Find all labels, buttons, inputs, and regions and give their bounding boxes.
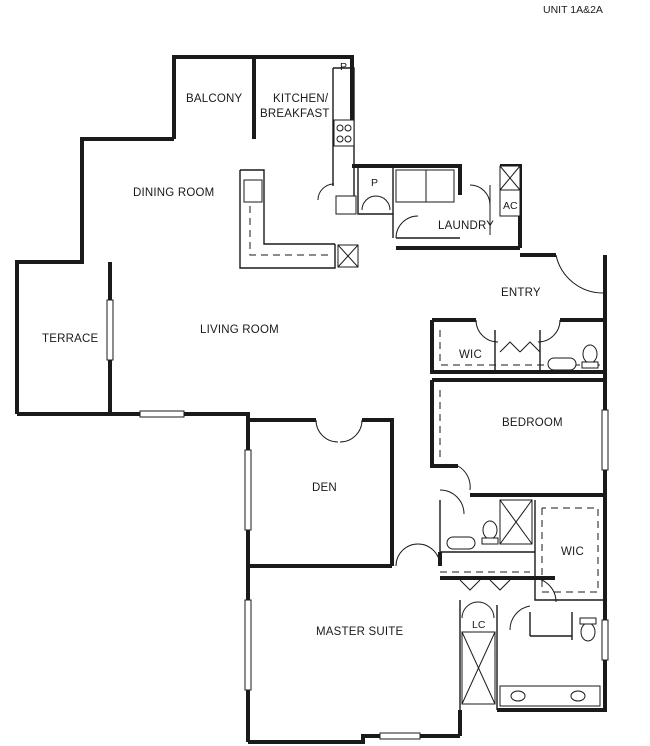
bedroom-label: BEDROOM [502, 417, 563, 429]
living-room-label: LIVING ROOM [200, 324, 279, 336]
pantry-label: P [371, 177, 378, 189]
exterior-walls [15, 55, 607, 744]
unit-label: UNIT 1A&2A [543, 4, 603, 16]
windows [106, 299, 609, 740]
linen-closet-label: LC [472, 619, 486, 631]
balcony-label: BALCONY [186, 93, 242, 105]
kitchen-label-line2: BREAKFAST [260, 108, 330, 120]
wic-master-label: WIC [561, 546, 584, 558]
wic-bedroom-label: WIC [459, 349, 482, 361]
toilets [481, 344, 599, 642]
laundry-label: LAUNDRY [438, 220, 494, 232]
terrace-label: TERRACE [42, 333, 98, 345]
kitchen-pantry-label: P [340, 61, 347, 73]
den-label: DEN [312, 482, 337, 494]
entry-label: ENTRY [501, 287, 541, 299]
master-suite-label: MASTER SUITE [316, 626, 404, 638]
room-labels: BALCONY KITCHEN/ BREAKFAST P P DINING RO… [42, 61, 584, 638]
doors [315, 183, 605, 631]
kitchen-label-line1: KITCHEN/ [273, 93, 329, 105]
dining-room-label: DINING ROOM [133, 187, 214, 199]
ac-label: AC [503, 200, 518, 212]
interior-walls [239, 67, 605, 710]
kitchen-appliances [243, 119, 357, 215]
